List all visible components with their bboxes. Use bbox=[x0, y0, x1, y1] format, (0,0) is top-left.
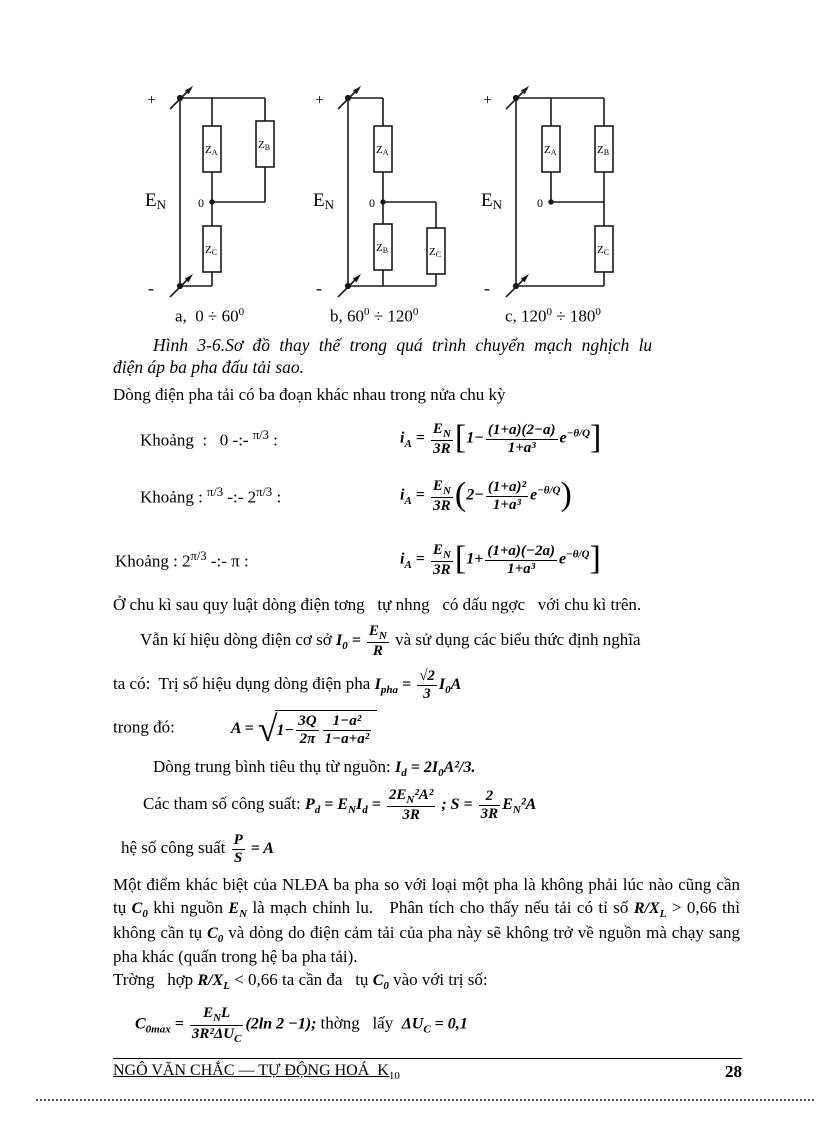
figure-circuits: + - EN 0 ZA ZB ZC + - bbox=[140, 84, 740, 302]
minus-terminal-label: - bbox=[484, 278, 490, 298]
circuit-diagram-interval-a: + - EN 0 ZA ZB ZC bbox=[145, 86, 275, 298]
impedance-boxes bbox=[373, 125, 446, 275]
plus-terminal-label: + bbox=[483, 92, 492, 109]
minus-terminal-label: - bbox=[316, 278, 322, 298]
circuit-diagram-interval-c: + - EN 0 ZA ZB ZC bbox=[481, 86, 614, 298]
minus-terminal-label: - bbox=[148, 278, 154, 298]
page-bottom-dotted-line bbox=[36, 1099, 814, 1101]
c0-symbol: C0 bbox=[372, 971, 389, 992]
figure-caption-line1: Hình 3-6.Sơ đồ thay thế trong quá trình … bbox=[153, 335, 653, 355]
rxl-ratio-symbol: R/XL bbox=[633, 899, 667, 920]
circuit-wires bbox=[505, 89, 605, 298]
subcaption-a: a, 0 ÷ 600 bbox=[175, 306, 245, 326]
rxl-ratio-symbol: R/XL bbox=[197, 971, 230, 992]
interval-2-range-label: Khoảng : π/3 -:- 2π/3 : bbox=[140, 484, 282, 507]
node-zero-label: 0 bbox=[198, 196, 204, 210]
impedance-za-label: ZA bbox=[376, 144, 389, 157]
figure-subcaptions: a, 0 ÷ 600 b, 600 ÷ 1200 c, 1200 ÷ 1800 bbox=[113, 304, 740, 332]
interval-3-range-label: Khoảng : 2π/3 -:- π : bbox=[115, 548, 249, 571]
terminal-arrows-and-dots bbox=[344, 86, 386, 290]
impedance-zc-label: ZC bbox=[205, 244, 217, 257]
node-zero-label: 0 bbox=[369, 196, 375, 210]
impedance-boxes bbox=[541, 125, 614, 273]
node-zero-label: 0 bbox=[537, 196, 543, 210]
interval-1-range-label: Khoảng : 0 -:- π/3 : bbox=[140, 427, 278, 450]
impedance-zb-label: ZB bbox=[376, 242, 388, 255]
radical-sign: √ bbox=[257, 709, 278, 750]
c0-symbol: C0 bbox=[131, 899, 148, 920]
figure-caption: Hình 3-6.Sơ đồ thay thế trong quá trình … bbox=[113, 334, 740, 379]
terminal-arrows-and-dots bbox=[512, 86, 554, 290]
intro-line: Dòng điện pha tải có ba đoạn khác nhau t… bbox=[113, 384, 506, 404]
impedance-zc-label: ZC bbox=[597, 244, 609, 257]
subcaption-c: c, 1200 ÷ 1800 bbox=[505, 306, 601, 326]
figure-caption-line2: điện áp ba pha đấu tải sao. bbox=[113, 357, 305, 378]
capacitor-discussion-paragraph: Một điểm khác biệt của NLĐA ba pha so vớ… bbox=[113, 875, 740, 967]
c0-symbol: C0 bbox=[207, 924, 224, 945]
impedance-zb-label: ZB bbox=[597, 144, 609, 157]
en-symbol: EN bbox=[228, 899, 248, 920]
source-voltage-label: EN bbox=[481, 190, 503, 212]
page-number: 28 bbox=[725, 1062, 742, 1081]
next-halfcycle-line: Ở chu kì sau quy luật dòng điện tơng tự … bbox=[113, 595, 642, 615]
rms-current-line: ta có: Trị số hiệu dụng dòng điện pha Ip… bbox=[113, 667, 462, 702]
source-voltage-label: EN bbox=[313, 190, 335, 212]
average-current-formula: Id = 2I0A²/3. bbox=[395, 758, 476, 780]
capacitor-condition-line: Trờng hợp R/XL < 0,66 ta cần đa tụ C0 và… bbox=[113, 969, 488, 992]
impedance-za-label: ZA bbox=[205, 144, 218, 157]
circuit-diagram-interval-b: + - EN 0 ZA ZB ZC bbox=[313, 86, 446, 298]
average-current-line: Dòng trung bình tiêu thụ từ nguồn: Id = … bbox=[153, 756, 476, 780]
impedance-za-label: ZA bbox=[544, 144, 557, 157]
terminal-arrows-and-dots bbox=[176, 86, 215, 290]
plus-terminal-label: + bbox=[147, 92, 156, 109]
power-parameters-line: Các tham số công suất: Pd = ENId = 2EN²A… bbox=[143, 786, 537, 823]
page-footer: NGÔ VĂN CHẮC — TỰ ĐỘNG HOÁ K10 28 bbox=[113, 1058, 742, 1082]
source-voltage-label: EN bbox=[145, 190, 167, 212]
plus-terminal-label: + bbox=[315, 92, 324, 109]
impedance-zc-label: ZC bbox=[429, 246, 441, 259]
subcaption-b: b, 600 ÷ 1200 bbox=[330, 306, 419, 326]
impedance-zb-label: ZB bbox=[258, 139, 270, 152]
impedance-boxes bbox=[202, 120, 275, 273]
footer-author-line: NGÔ VĂN CHẮC — TỰ ĐỘNG HOÁ K10 bbox=[113, 1062, 400, 1083]
